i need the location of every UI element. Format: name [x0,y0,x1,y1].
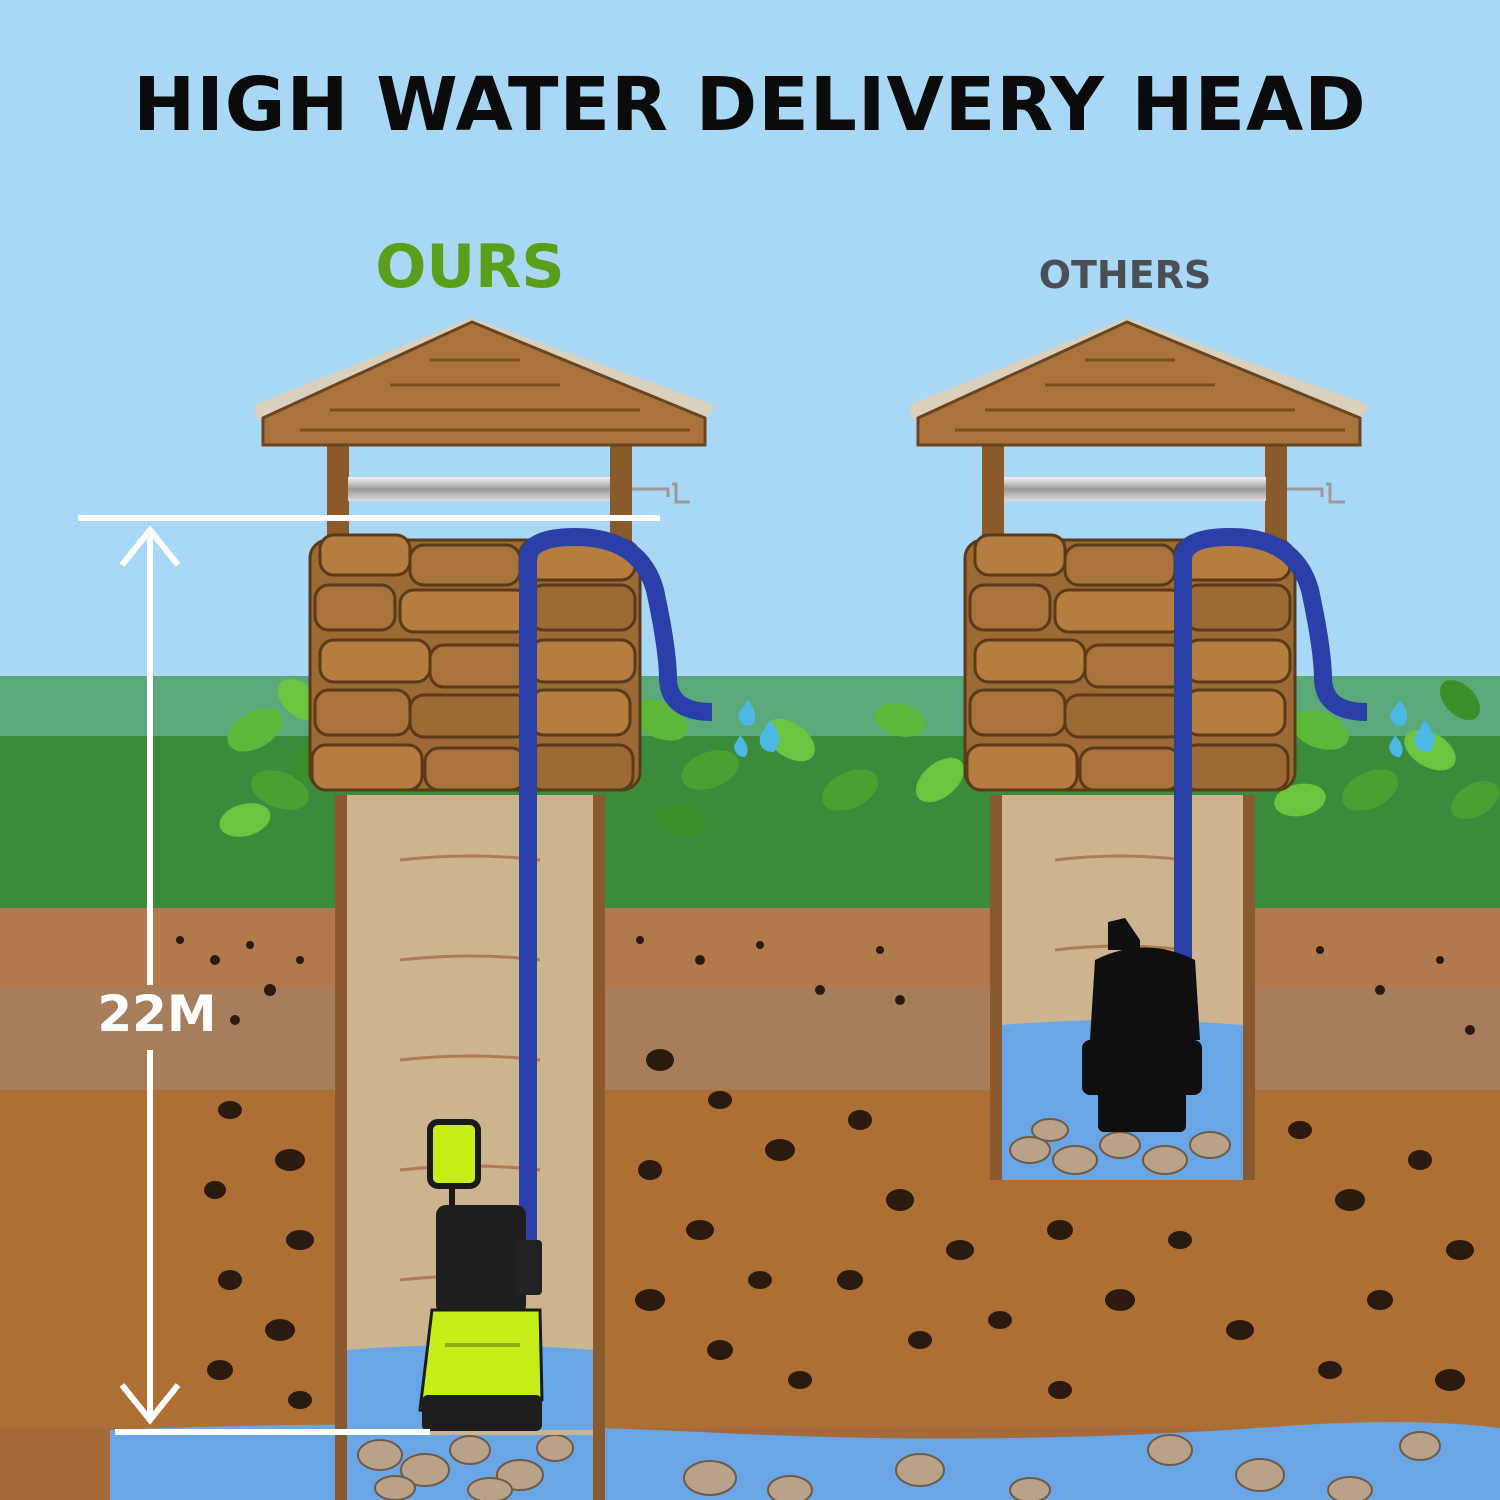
stone-wall-icon [963,533,1297,792]
river-stones [357,1431,1441,1500]
our-well [255,318,715,1500]
leaf-icon [1274,679,1499,819]
hose-icon [1174,527,1368,1025]
soil-speckles [176,936,1475,1409]
ours-label: OURS [375,232,565,302]
others-well [910,318,1370,1180]
well-roof-icon [910,318,1370,545]
well-roof-icon [255,318,715,545]
water-drop-icon [1389,700,1435,757]
depth-label: 22M [97,985,217,1043]
depth-arrow-icon [78,515,660,1435]
pump-icon [1082,918,1202,1132]
water-drop-icon [734,700,780,757]
pump-icon [418,1119,544,1431]
leaf-icon [219,679,965,837]
hose-icon [519,527,713,1240]
others-label: OTHERS [1038,253,1212,297]
stone-wall-icon [308,533,642,792]
page-title: HIGH WATER DELIVERY HEAD [133,62,1367,148]
